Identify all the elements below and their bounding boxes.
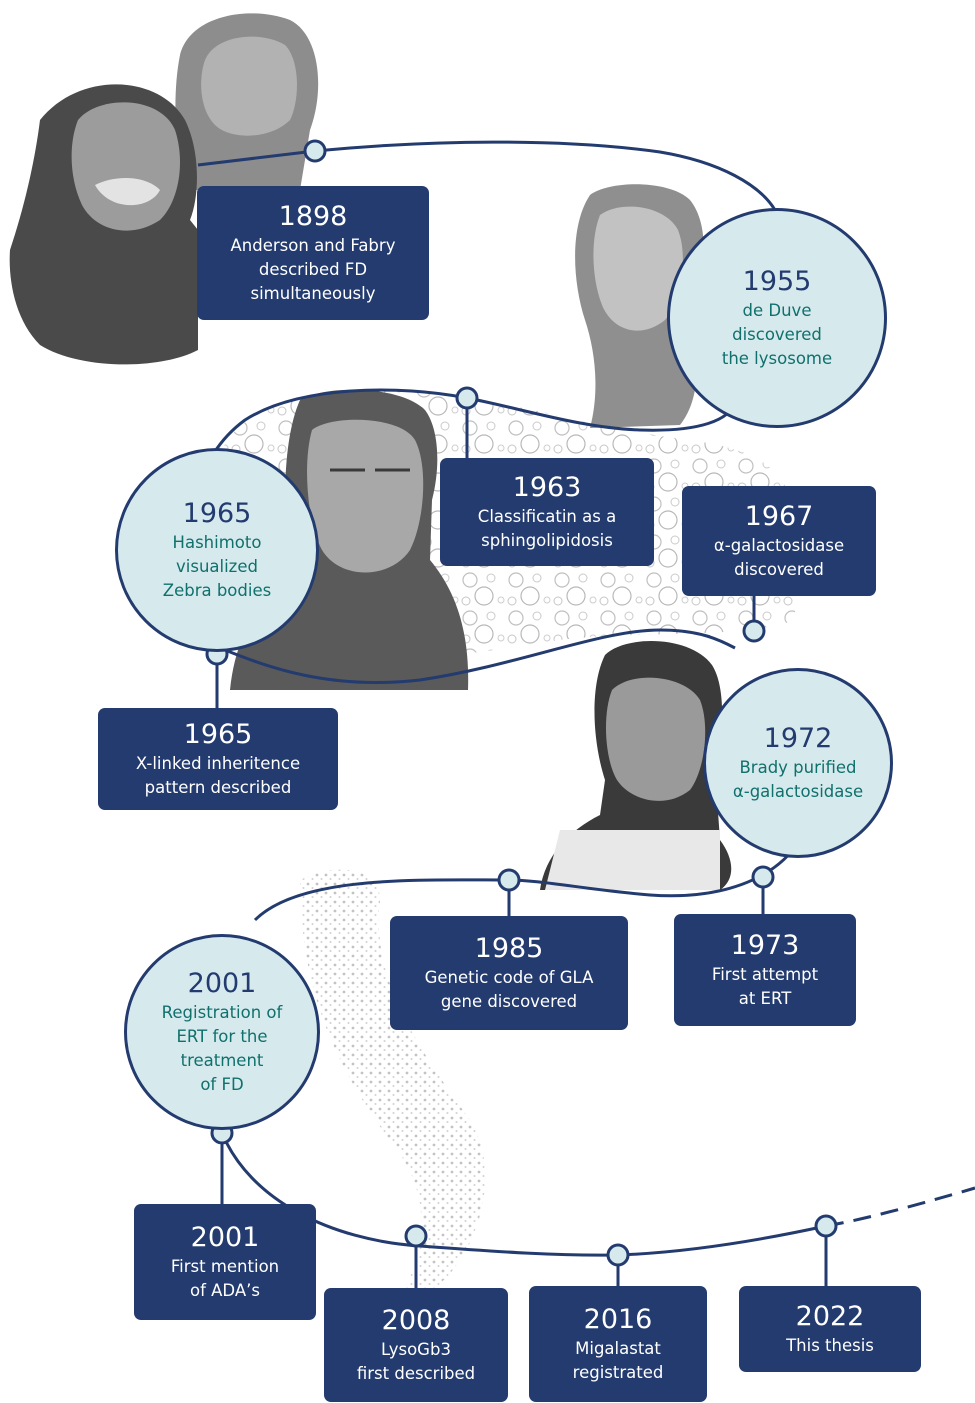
event-year: 2008 (381, 1304, 451, 1336)
event-year: 1955 (742, 265, 812, 297)
dna-helix-texture (300, 869, 486, 1300)
event-year: 2022 (795, 1300, 865, 1332)
event-year: 1967 (744, 500, 814, 532)
timeline-node (497, 868, 521, 892)
event-description: This thesis (786, 1335, 874, 1355)
event-year: 2001 (187, 967, 257, 999)
event-year: 1985 (474, 932, 544, 964)
event-year: 1965 (182, 497, 252, 529)
timeline-node (606, 1243, 630, 1267)
timeline-node (742, 619, 766, 643)
event-year: 2001 (190, 1221, 260, 1253)
timeline-node (751, 865, 775, 889)
timeline-node (814, 1214, 838, 1238)
timeline-node (455, 386, 479, 410)
portrait-fabry-image (175, 13, 319, 190)
event-year: 1972 (763, 722, 833, 754)
event-year: 1973 (730, 929, 800, 961)
portrait-anderson-image (9, 84, 199, 365)
event-2022: 2022 This thesis (739, 1286, 921, 1372)
event-year: 1898 (278, 200, 348, 232)
event-year: 1965 (183, 718, 253, 750)
event-year: 2016 (583, 1303, 653, 1335)
event-year: 1963 (512, 471, 582, 503)
timeline-node (404, 1224, 428, 1248)
portrait-brady-image (540, 641, 732, 890)
timeline-node (303, 139, 327, 163)
portrait-de-duve-image (575, 184, 704, 428)
